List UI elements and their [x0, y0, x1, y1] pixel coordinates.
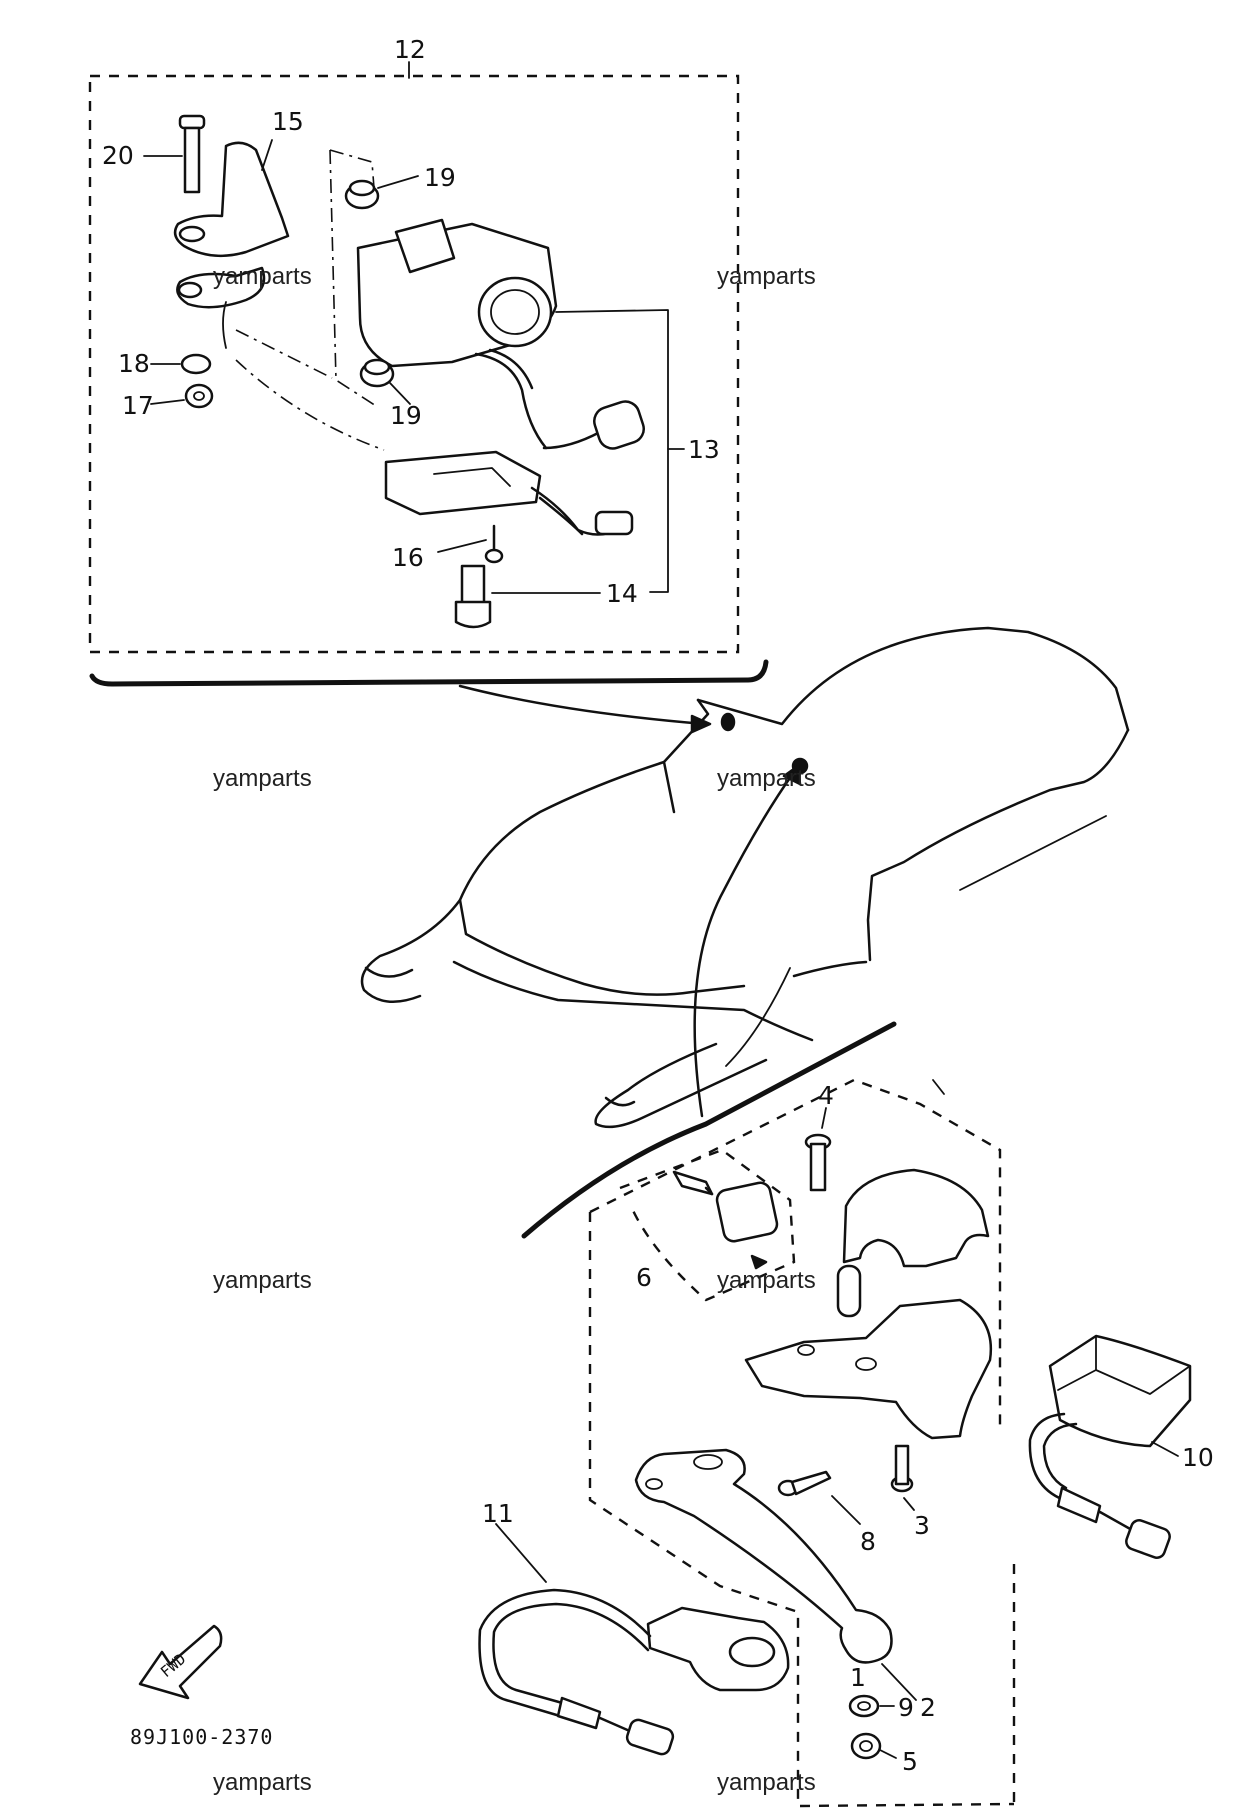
grommet-19-upper: [344, 175, 419, 210]
screw-4: [804, 1107, 832, 1192]
pivot-bolt-8: [777, 1470, 861, 1525]
washer-9: [848, 1694, 895, 1718]
label-12: 12: [394, 35, 426, 64]
washer-18: [150, 353, 212, 375]
throttle-housing-assembly-box: [88, 61, 769, 687]
label-20: 20: [102, 141, 134, 170]
bolt-20: [143, 114, 206, 194]
label-19-lower: 19: [390, 401, 422, 430]
watermarks: yamparts yamparts yamparts yamparts yamp…: [213, 263, 816, 1796]
label-3: 3: [914, 1511, 930, 1540]
watermark: yamparts: [717, 1769, 816, 1796]
switch-11: [478, 1523, 790, 1756]
grommet-19-lower: [359, 358, 411, 405]
label-10: 10: [1182, 1443, 1214, 1472]
locator-arrow-upper: [458, 684, 706, 726]
label-17: 17: [122, 391, 154, 420]
label-4: 4: [818, 1081, 834, 1110]
nut-17: [150, 383, 214, 409]
label-1: 1: [850, 1663, 866, 1692]
label-14: 14: [606, 579, 638, 608]
label-16: 16: [392, 543, 424, 572]
nut-5: [850, 1732, 897, 1760]
clamp-upper: [842, 1168, 990, 1268]
label-15: 15: [272, 107, 304, 136]
fwd-arrow-icon: FWD: [138, 1624, 223, 1700]
watermark: yamparts: [717, 765, 816, 792]
bolt-14: [454, 564, 601, 629]
bracket-15: [173, 139, 290, 349]
label-13: 13: [688, 435, 720, 464]
watermark: yamparts: [213, 1769, 312, 1796]
leader-13: [555, 309, 685, 593]
label-5: 5: [902, 1747, 918, 1776]
label-6: 6: [636, 1263, 652, 1292]
label-11: 11: [482, 1499, 514, 1528]
brake-lever-2: [634, 1448, 917, 1701]
snowmobile-outline: [360, 626, 1130, 1239]
watermark: yamparts: [213, 263, 312, 290]
locator-arrow-lower: [693, 770, 796, 1118]
watermark: yamparts: [717, 1267, 816, 1294]
label-18: 18: [118, 349, 150, 378]
watermark: yamparts: [213, 765, 312, 792]
switch-10: [1028, 1334, 1192, 1559]
lever-assembly-box: [588, 1078, 1016, 1808]
label-8: 8: [860, 1527, 876, 1556]
watermark: yamparts: [717, 263, 816, 290]
screw-3: [890, 1444, 915, 1511]
lever-holder-1: [744, 1298, 993, 1440]
bracket-group-6: [619, 1148, 796, 1302]
watermark: yamparts: [213, 1267, 312, 1294]
locator-arrowhead-lower: [782, 764, 802, 786]
label-9: 9: [898, 1693, 914, 1722]
label-2: 2: [920, 1693, 936, 1722]
part-number-labels: 12 20 15 19 18 17 19 13 16 14 4 6 10 3 8…: [102, 35, 1214, 1776]
pin: [836, 1264, 862, 1318]
screw-16: [437, 524, 504, 564]
label-19-upper: 19: [424, 163, 456, 192]
drawing-code: 89J100-2370: [130, 1725, 273, 1749]
throttle-housing-13: [235, 149, 645, 536]
